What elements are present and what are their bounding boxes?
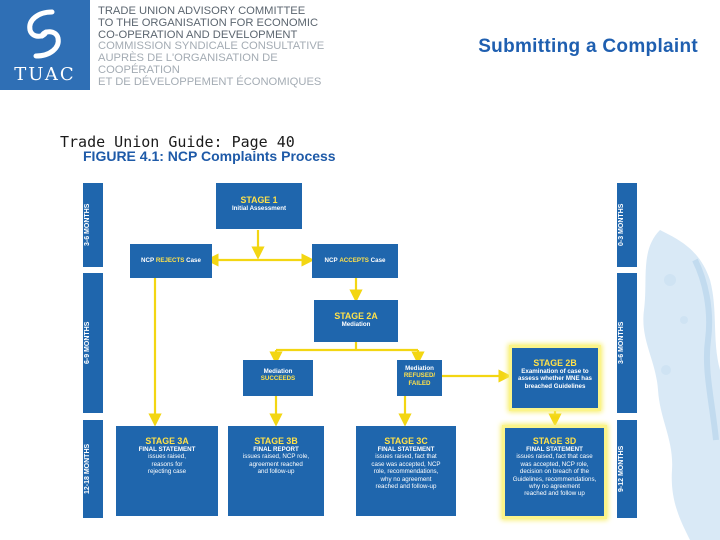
stage-2b-box: STAGE 2B Examination of case to assess w… xyxy=(512,348,598,408)
org-line-fr-3: ET DE DÉVELOPPEMENT ÉCONOMIQUES xyxy=(98,75,322,88)
stage-2a-box: STAGE 2A Mediation xyxy=(314,300,398,342)
org-line-en-1: TRADE UNION ADVISORY COMMITTEE xyxy=(98,5,306,17)
stage-3b-title: STAGE 3B xyxy=(254,436,298,446)
world-map-decoration xyxy=(643,230,720,540)
mediation-succeeds-box: Mediation SUCCEEDS xyxy=(243,360,313,396)
ncp-rejects-box: NCP REJECTS Case xyxy=(130,244,212,278)
logo-wordmark: TUAC xyxy=(14,64,76,85)
org-line-en-2: TO THE ORGANISATION FOR ECONOMIC xyxy=(98,16,319,29)
timeline-left-1: 3-6 MONTHS xyxy=(83,183,103,267)
accepts-label: ACCEPTS xyxy=(339,257,369,264)
timeline-left-3: 12-18 MONTHS xyxy=(83,420,103,518)
stage-3a-title: STAGE 3A xyxy=(145,436,189,446)
stage-3a-box: STAGE 3A FINAL STATEMENT issues raised, … xyxy=(116,426,218,516)
stage-1-title: STAGE 1 xyxy=(240,195,278,205)
org-line-fr-2: AUPRÈS DE L'ORGANISATION DE COOPÉRATION xyxy=(98,52,278,76)
timeline-right-2: 3-6 MONTHS xyxy=(617,273,637,413)
figure-title: FIGURE 4.1: NCP Complaints Process xyxy=(83,148,336,164)
rejects-label: REJECTS xyxy=(155,257,185,264)
stage-2a-title: STAGE 2A xyxy=(334,311,378,321)
stage-3c-box: STAGE 3C FINAL STATEMENT issues raised, … xyxy=(356,426,456,516)
guide-caption: Trade Union Guide: Page 40 xyxy=(60,133,295,151)
stage-1-box: STAGE 1 Initial Assessment xyxy=(216,183,302,229)
timeline-right-3: 9-12 MONTHS xyxy=(617,420,637,518)
ncp-accepts-box: NCP ACCEPTS Case xyxy=(312,244,398,278)
stage-2a-subtitle: Mediation xyxy=(341,321,371,328)
stage-3c-title: STAGE 3C xyxy=(384,436,428,446)
tuac-logo: TUAC xyxy=(0,0,90,90)
mediation-refused-box: Mediation REFUSED/ FAILED xyxy=(397,360,442,396)
stage-3d-title: STAGE 3D xyxy=(532,436,577,446)
stage-2b-title: STAGE 2B xyxy=(533,358,577,368)
succeeds-label: SUCCEEDS xyxy=(260,375,296,383)
org-line-fr-1: COMMISSION SYNDICALE CONSULTATIVE xyxy=(98,40,325,53)
slide-title: Submitting a Complaint xyxy=(478,36,698,57)
stage-3b-box: STAGE 3B FINAL REPORT issues raised, NCP… xyxy=(228,426,324,516)
organisation-name: TRADE UNION ADVISORY COMMITTEE TO THE OR… xyxy=(98,5,348,89)
stage-1-subtitle: Initial Assessment xyxy=(231,205,287,212)
refused-label: REFUSED/ xyxy=(403,372,436,380)
stage-3d-box: STAGE 3D FINAL STATEMENT issues raised, … xyxy=(505,428,604,516)
timeline-left-2: 6-9 MONTHS xyxy=(83,273,103,413)
org-line-en-3: CO-OPERATION AND DEVELOPMENT xyxy=(98,28,298,41)
timeline-right-1: 0-3 MONTHS xyxy=(617,183,637,267)
tuac-swirl-icon xyxy=(27,9,61,59)
